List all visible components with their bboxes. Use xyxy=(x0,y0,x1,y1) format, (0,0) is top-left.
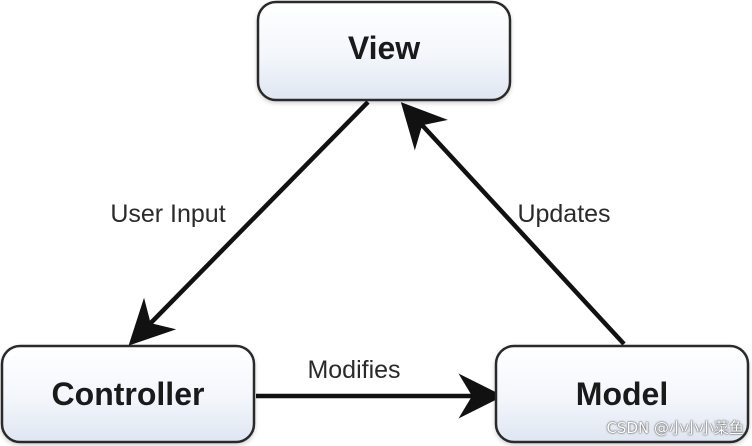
controller-node: Controller xyxy=(0,344,256,444)
view-label: View xyxy=(348,30,420,66)
csdn-watermark: CSDN @小小小菜鱼 xyxy=(606,419,744,437)
view-node: View xyxy=(256,0,512,102)
arrow-updates xyxy=(400,102,626,346)
label-user-input: User Input xyxy=(110,200,225,228)
arrow-user-input xyxy=(128,100,370,346)
controller-label: Controller xyxy=(52,376,205,412)
label-modifies: Modifies xyxy=(307,356,400,384)
model-node: Model xyxy=(494,344,750,444)
label-updates: Updates xyxy=(517,200,610,228)
model-label: Model xyxy=(576,376,668,412)
